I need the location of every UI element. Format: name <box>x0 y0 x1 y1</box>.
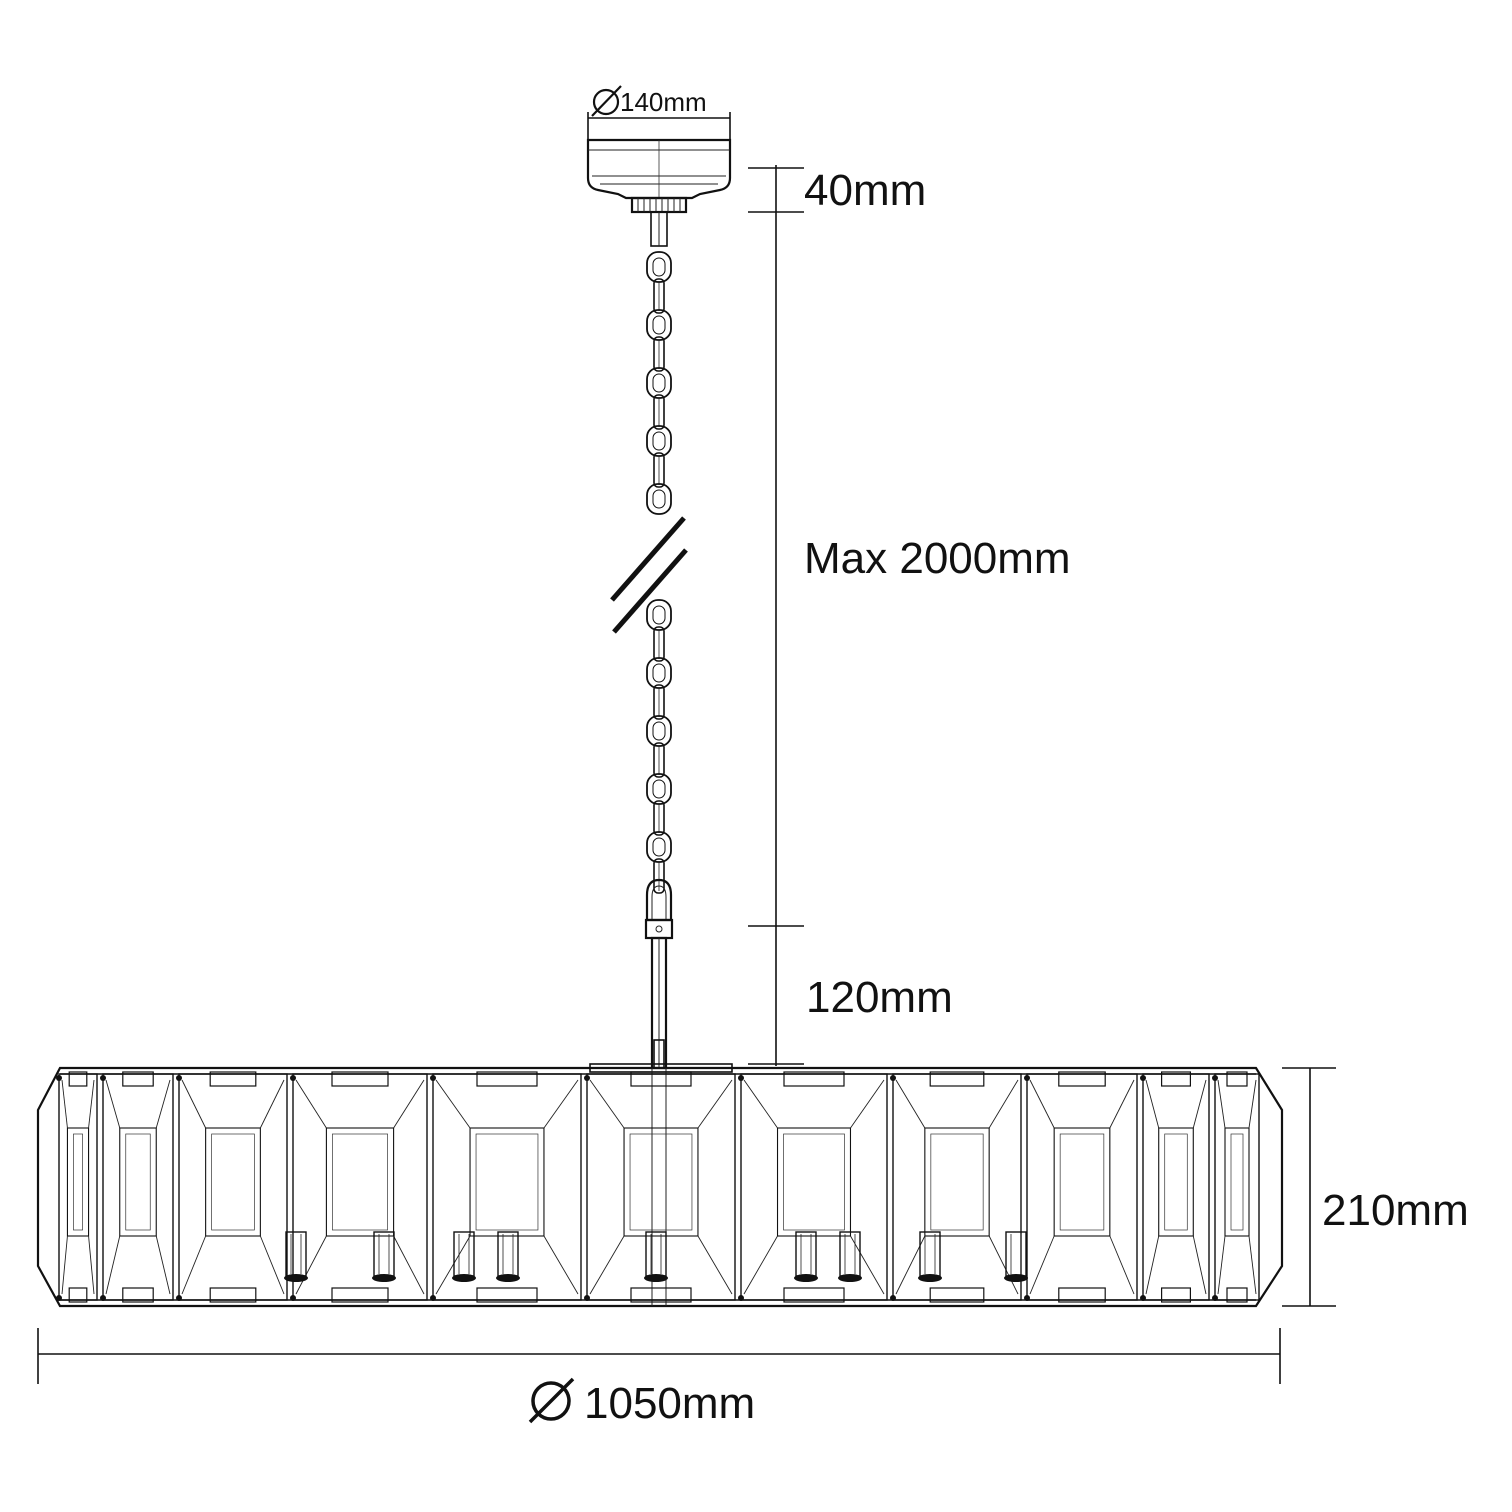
crystal-panel <box>738 1071 888 1303</box>
body-height-label: 210mm <box>1322 1186 1469 1235</box>
crystal-panel <box>176 1071 288 1303</box>
chain-length-label: Max 2000mm <box>804 534 1071 583</box>
chain-link <box>646 309 672 341</box>
light-socket <box>918 1231 942 1282</box>
chain-link <box>653 684 665 720</box>
light-socket <box>1004 1231 1028 1282</box>
crystal-panel <box>584 1071 736 1303</box>
chain-link <box>653 626 665 662</box>
chain-link <box>646 773 672 805</box>
chain-link <box>653 394 665 430</box>
crystal-panel <box>1024 1071 1138 1303</box>
break-mark-icon <box>610 516 688 634</box>
crystal-panel <box>890 1071 1022 1303</box>
chain-link <box>646 251 672 283</box>
body-diameter-dimension <box>37 1328 1281 1384</box>
chain-link <box>653 858 665 894</box>
body-diameter-label: 1050mm <box>584 1379 755 1428</box>
canopy-height-label: 40mm <box>804 166 926 215</box>
crystal-ring-body <box>36 1063 1284 1308</box>
ceiling-canopy: 140mm <box>586 85 732 247</box>
suspension-chain <box>646 251 672 894</box>
chain-link <box>646 715 672 747</box>
vertical-dimension-line <box>748 165 804 1066</box>
light-socket <box>372 1231 396 1282</box>
diameter-symbol-icon <box>591 85 622 117</box>
chain-link <box>646 367 672 399</box>
chain-link <box>646 657 672 689</box>
light-socket <box>284 1231 308 1282</box>
chain-link <box>653 452 665 488</box>
crystal-panel <box>100 1071 174 1303</box>
chain-link <box>653 336 665 372</box>
chain-link <box>653 742 665 778</box>
light-socket <box>496 1231 520 1282</box>
light-socket <box>794 1231 818 1282</box>
chain-link <box>646 831 672 863</box>
light-socket <box>452 1231 476 1282</box>
canopy-diameter-label: 140mm <box>620 87 707 117</box>
light-socket <box>838 1231 862 1282</box>
crystal-panel <box>1212 1071 1260 1303</box>
crystal-panel <box>430 1071 582 1303</box>
body-height-dimension <box>1282 1067 1336 1307</box>
chain-link <box>646 483 672 515</box>
crystal-panel <box>1140 1071 1210 1303</box>
chain-link <box>646 425 672 457</box>
light-socket <box>644 1231 668 1282</box>
chain-link <box>646 599 672 631</box>
crystal-panel <box>290 1071 428 1303</box>
crystal-panel <box>56 1071 98 1303</box>
rod-length-label: 120mm <box>806 973 953 1022</box>
chain-link <box>653 800 665 836</box>
chain-link <box>653 278 665 314</box>
down-rod <box>644 878 674 1070</box>
diameter-symbol-icon <box>528 1377 575 1424</box>
